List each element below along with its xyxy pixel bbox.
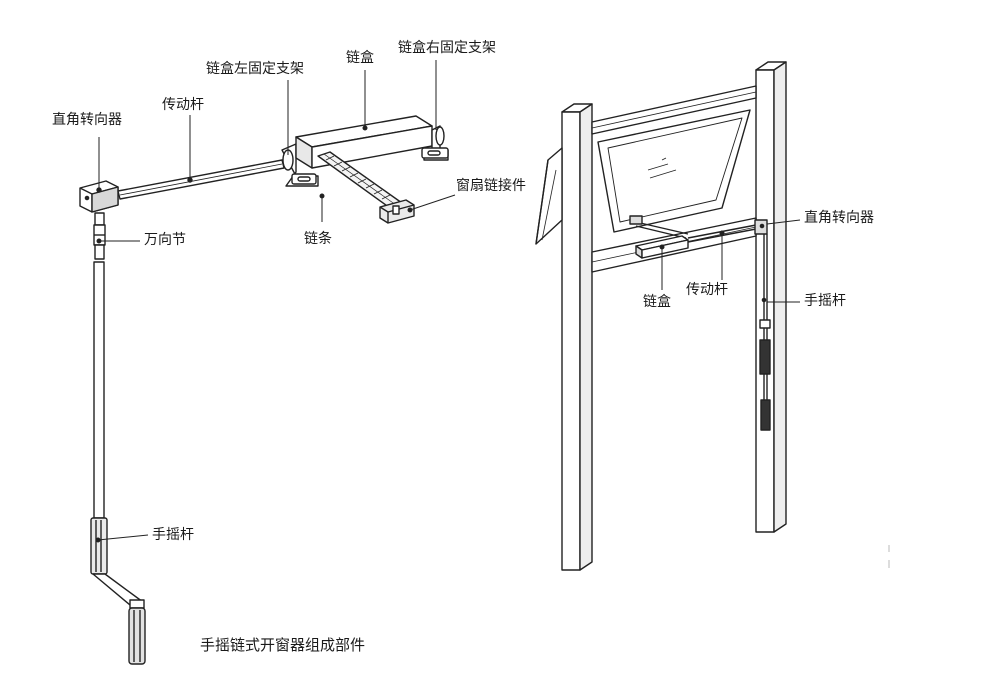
label-corner-gearbox: 直角转向器 (52, 112, 122, 128)
label-right-drive-rod: 传动杆 (686, 282, 728, 298)
label-sash-chain-connector: 窗扇链接件 (456, 178, 526, 194)
window-frame (535, 61, 787, 571)
chain-box-part (281, 115, 449, 187)
label-right-hand-crank: 手摇杆 (804, 293, 846, 309)
label-universal-joint: 万向节 (144, 232, 186, 248)
label-right-chain-box: 链盒 (643, 294, 671, 310)
corner-gearbox-part (79, 180, 119, 213)
label-drive-rod: 传动杆 (162, 97, 204, 113)
leader-lines-right (661, 219, 801, 303)
sash-connector-part (379, 199, 415, 224)
universal-joint-part (93, 212, 106, 260)
label-hand-crank: 手摇杆 (152, 527, 194, 543)
chain-part (317, 151, 403, 209)
leader-lines-left (97, 60, 456, 541)
crank-rod-part (90, 261, 146, 665)
label-right-corner-gearbox: 直角转向器 (804, 210, 874, 226)
label-chain-box-left-bracket: 链盒左固定支架 (206, 61, 304, 77)
label-chain-box-right-bracket: 链盒右固定支架 (398, 40, 496, 56)
drive-rod-part (117, 159, 285, 200)
label-chain: 链条 (304, 231, 332, 247)
figure-caption: 手摇链式开窗器组成部件 (200, 636, 366, 654)
label-chain-box: 链盒 (346, 50, 374, 66)
